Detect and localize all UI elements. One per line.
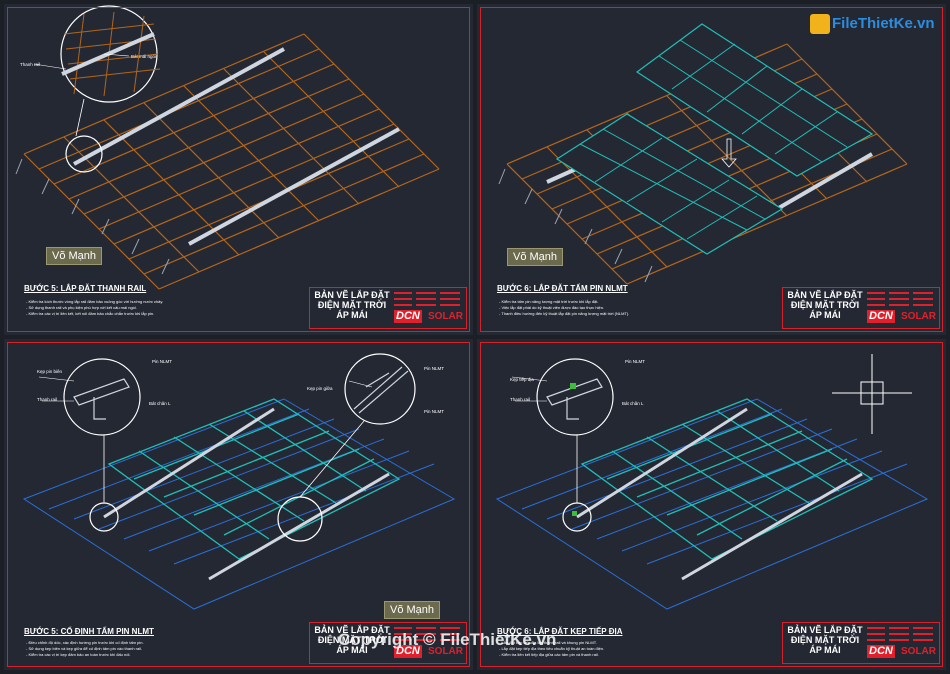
copyright-watermark: Copyright © FileThietKe.vn: [338, 630, 557, 649]
note-line: Lắp đặt kẹp tiếp địa theo tiêu chuẩn kỹ …: [499, 646, 779, 652]
grounding-clamp-drawing: [495, 354, 929, 610]
callout-label: Pin NLMT: [424, 366, 445, 371]
step-title: BƯỚC 6: LẮP ĐẶT TẤM PIN NLMT: [497, 284, 628, 293]
drawing-sheet-fix-panels: Pin NLMT Kẹp pin biên Thanh rail Bát châ…: [4, 339, 473, 670]
step-title: BƯỚC 5: CỐ ĐỊNH TẤM PIN NLMT: [24, 627, 154, 636]
author-stamp: Võ Mạnh: [46, 247, 103, 265]
author-stamp: Võ Mạnh: [384, 601, 441, 619]
note-line: Lắp đặt kẹp tiếp địa lên thanh rail và k…: [499, 640, 779, 646]
callout-label: Pin NLMT: [424, 409, 445, 414]
callout-label: Thanh rail: [20, 62, 41, 67]
drawing-sheet-grounding: Pin NLMT Kẹp tiếp địa Thanh rail Bát châ…: [477, 339, 946, 670]
callout-label: Kẹp pin giữa: [307, 386, 333, 391]
callout-label: Thanh rail: [510, 397, 531, 402]
brand-text: FileThietKe.vn: [832, 15, 935, 32]
callout-label: Bát chân L: [149, 401, 171, 406]
panel-install-drawing: [498, 23, 908, 285]
step-notes: Kiểm tra tấm pin năng lượng mặt trời trư…: [499, 299, 779, 317]
note-line: Việc lắp đặt phải do kỹ thuật viên được …: [499, 305, 779, 311]
panel-clamp-drawing: [22, 353, 456, 610]
step-title: BƯỚC 5: LẮP ĐẶT THANH RAIL: [24, 284, 147, 293]
callout-label: Pin NLMT: [625, 359, 646, 364]
callout-label: Bát mái ngói: [131, 54, 157, 59]
step-notes: Lắp đặt kẹp tiếp địa lên thanh rail và k…: [499, 640, 779, 658]
callout-label: Pin NLMT: [152, 359, 173, 364]
note-line: Kiểm tra các vị trí liên kết, kết nối đả…: [26, 311, 306, 317]
logo-bars-icon: [394, 626, 464, 642]
step-title: BƯỚC 6: LẮP ĐẶT KẸP TIẾP ĐỊA: [497, 627, 623, 636]
callout-label: Thanh rail: [37, 397, 58, 402]
note-line: Kiểm tra liên kết tiếp địa giữa các tấm …: [499, 652, 779, 658]
drawing-sheet-panels: Võ Mạnh BƯỚC 6: LẮP ĐẶT TẤM PIN NLMT Kiể…: [477, 4, 946, 335]
callout-label: Kẹp pin biên: [37, 369, 63, 374]
brand-logo: FileThietKe.vn: [810, 12, 935, 36]
note-line: Kiểm tra các vị trí kẹp đảm bảo an toàn …: [26, 652, 306, 658]
logo-bars-icon: [867, 291, 937, 307]
note-line: Kiểm tra kích thước vòng lắp rail đảm bả…: [26, 299, 306, 305]
crosshair-icon: [832, 354, 912, 434]
step-notes: Điều chỉnh độ dốc, xác định hướng pin tr…: [26, 640, 306, 658]
step-notes: Kiểm tra kích thước vòng lắp rail đảm bả…: [26, 299, 306, 317]
file-logo-icon: [810, 14, 830, 34]
logo-bars-icon: [394, 291, 464, 307]
note-line: Sử dụng kẹp biên và kẹp giữa để cố định …: [26, 646, 306, 652]
note-line: Điều chỉnh độ dốc, xác định hướng pin tr…: [26, 640, 306, 646]
note-line: Thanh điều hướng đến kỹ thuật lắp đặt pi…: [499, 311, 779, 317]
callout-label: Bát chân L: [622, 401, 644, 406]
callout-label: Kẹp tiếp địa: [510, 377, 534, 382]
drawing-sheet-rail: Bát mái ngói Thanh rail Võ Mạnh BƯỚC 5: …: [4, 4, 473, 335]
author-stamp: Võ Mạnh: [507, 248, 564, 266]
logo-bars-icon: [867, 626, 937, 642]
note-line: Kiểm tra tấm pin năng lượng mặt trời trư…: [499, 299, 779, 305]
note-line: Sử dụng thanh rail và phụ kiện phù hợp v…: [26, 305, 306, 311]
roof-tile-rail-drawing: [15, 5, 440, 290]
